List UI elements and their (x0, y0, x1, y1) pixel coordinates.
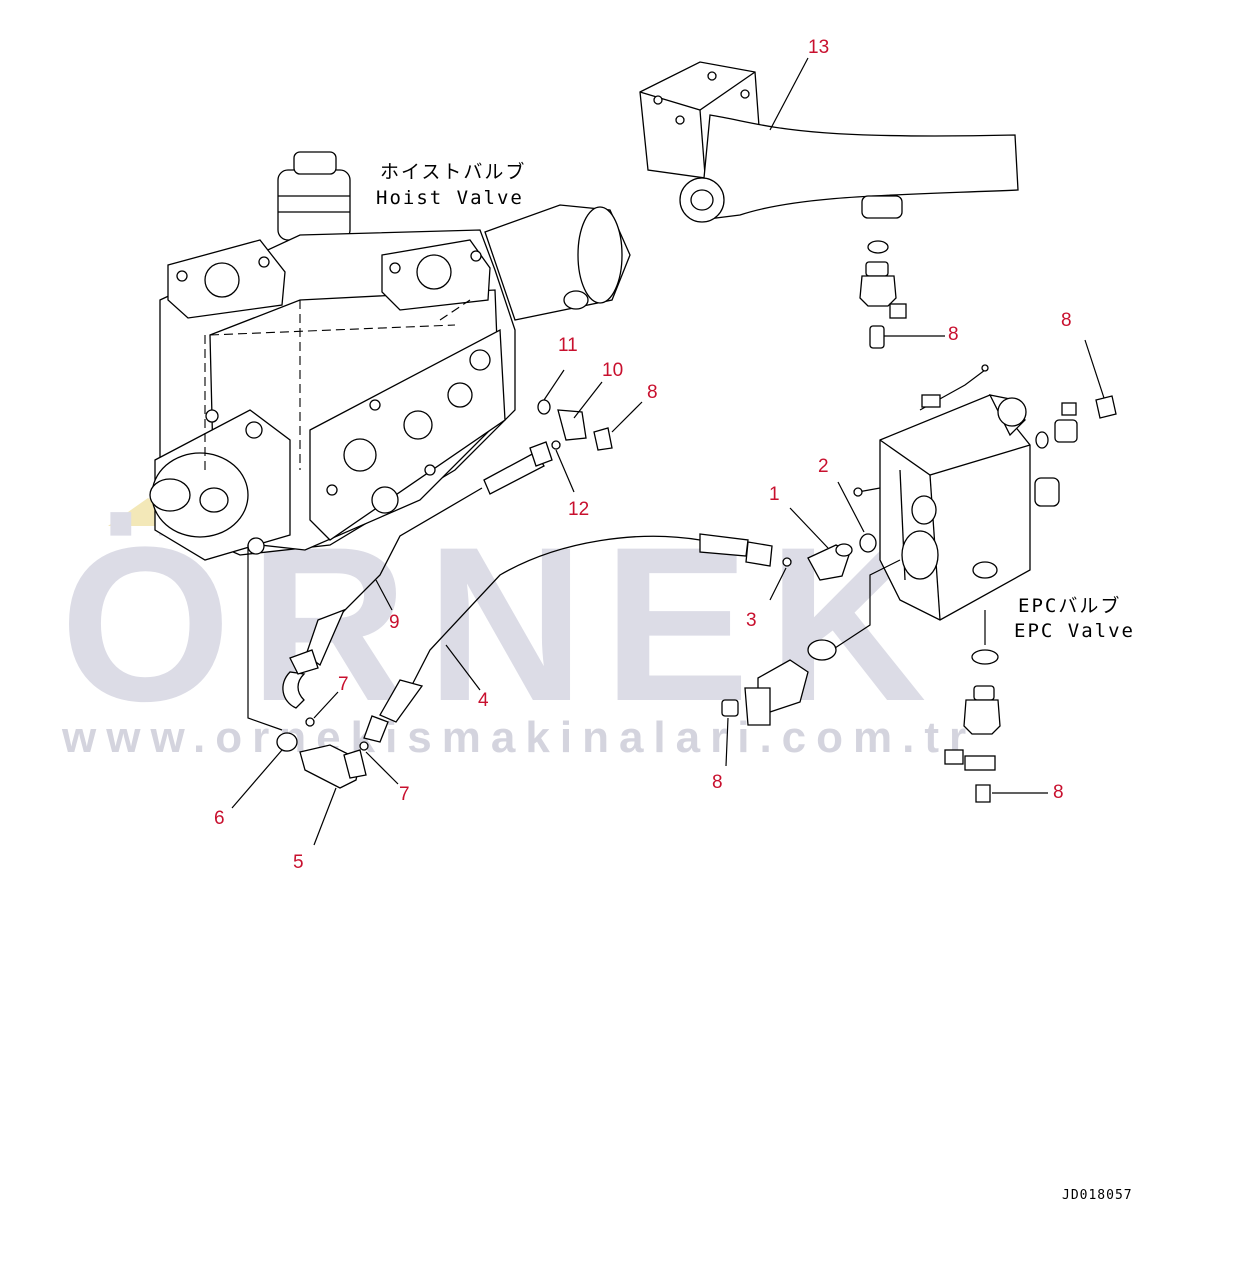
callout-12: 12 (568, 499, 589, 520)
callout-9: 9 (389, 612, 400, 633)
callout-8-right: 8 (1061, 310, 1072, 331)
callout-8-top: 8 (948, 324, 959, 345)
callout-8-lower-left: 8 (712, 772, 723, 793)
callout-4: 4 (478, 690, 489, 711)
small-fittings (247, 395, 1117, 803)
callout-13: 13 (808, 37, 829, 58)
hoist-valve-drawing (149, 151, 631, 561)
hose-9 (282, 441, 553, 709)
callout-7-lower: 7 (399, 784, 410, 805)
drawing-code: JD018057 (1062, 1188, 1133, 1203)
callouts: 13 8 8 11 10 8 12 2 1 3 9 4 7 7 6 5 8 8 (214, 37, 1072, 873)
watermark-url: www.ornekismakinalari.com.tr (61, 713, 976, 762)
callout-10: 10 (602, 360, 623, 381)
callout-3: 3 (746, 610, 757, 631)
hose-4 (363, 533, 773, 743)
hoist-valve-label-jp: ホイストバルブ (380, 160, 526, 183)
callout-5: 5 (293, 852, 304, 873)
callout-8-lower-right: 8 (1053, 782, 1064, 803)
callout-7-upper: 7 (338, 674, 349, 695)
callout-1: 1 (769, 484, 780, 505)
callout-11: 11 (558, 335, 578, 356)
pipe-13-drawing (639, 61, 1019, 349)
callout-2: 2 (818, 456, 829, 477)
epc-valve-drawing (744, 364, 1078, 771)
callout-8-mid: 8 (647, 382, 658, 403)
callout-6: 6 (214, 808, 225, 829)
epc-valve-label-en: EPC Valve (1014, 620, 1135, 642)
epc-valve-label-jp: EPCバルブ (1018, 594, 1121, 617)
hoist-valve-label-en: Hoist Valve (376, 187, 524, 209)
leader-lines (231, 57, 1105, 846)
assembly-labels: ホイストバルブ Hoist Valve EPCバルブ EPC Valve JD0… (376, 160, 1135, 1203)
